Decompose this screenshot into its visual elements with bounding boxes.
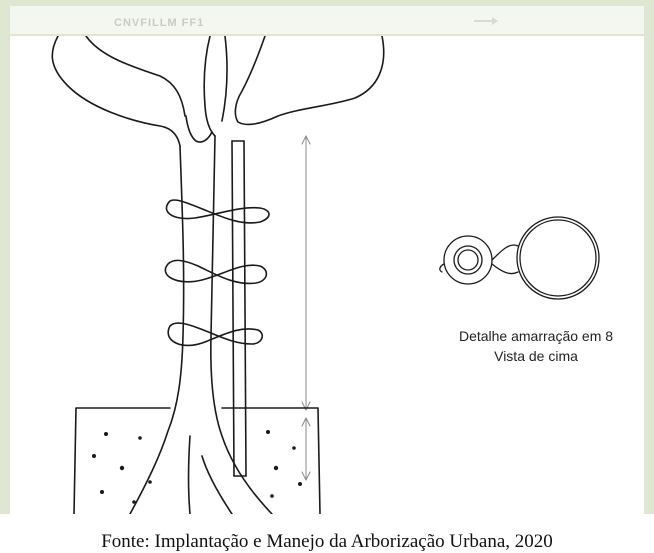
support-stake — [232, 141, 246, 476]
source-caption: Fonte: Implantação e Manejo da Arborizaç… — [0, 531, 654, 553]
figure-eight-ties — [165, 200, 269, 345]
tree-trunk — [130, 116, 272, 514]
planting-pit — [74, 408, 320, 514]
source-caption-area: Fonte: Implantação e Manejo da Arborizaç… — [0, 514, 654, 553]
detail-caption-line2: Vista de cima — [428, 346, 644, 366]
top-view-detail — [440, 217, 599, 299]
figure-panel: Detalhe amarração em 8 Vista de cima — [10, 36, 644, 514]
arrow-icon — [474, 17, 498, 25]
detail-caption-line1: Detalhe amarração em 8 — [428, 326, 644, 346]
detail-caption: Detalhe amarração em 8 Vista de cima — [428, 326, 644, 366]
tree-crown — [52, 36, 383, 146]
header-strip: CNVFILLM FF1 — [10, 6, 644, 34]
header-watermark: CNVFILLM FF1 — [114, 17, 204, 29]
stake-height-dimension — [302, 136, 310, 480]
soil-dots — [92, 430, 302, 504]
tree-staking-drawing — [10, 36, 644, 514]
